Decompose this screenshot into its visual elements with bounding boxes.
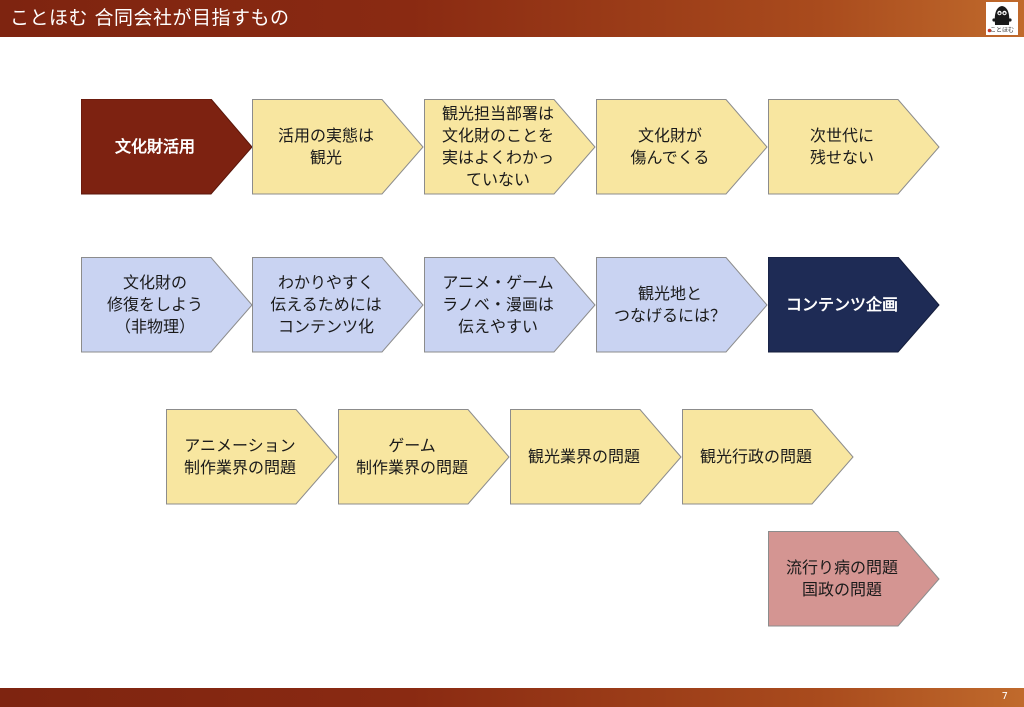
flow-step-katsuyou-jittai: 活用の実態は 観光	[252, 99, 424, 195]
flow-step-label: 活用の実態は 観光	[277, 126, 374, 167]
flow-step-anime-game: アニメ・ゲーム ラノベ・漫画は 伝えやすい	[424, 257, 596, 353]
flow-step-kankou-gyoukai: 観光業界の問題	[510, 409, 682, 505]
chevron-shape	[596, 99, 768, 195]
flow-step-label: 流行り病の問題 国政の問題	[785, 558, 898, 599]
chevron-shape	[252, 99, 424, 195]
flow-step-label: 文化財が 傷んでくる	[630, 126, 710, 167]
flow-step-label: コンテンツ企画	[785, 295, 898, 314]
chevron-shape	[81, 257, 253, 353]
chevron-shape	[510, 409, 682, 505]
mascot-icon	[987, 6, 1012, 33]
flow-step-label: 次世代に 残せない	[809, 126, 874, 167]
chevron-shape	[682, 409, 854, 505]
flow-step-label: 文化財の 修復をしよう （非物理）	[106, 273, 203, 336]
flow-step-kankou-tantou: 観光担当部署は 文化財のことを 実はよくわかっ ていない	[424, 99, 596, 195]
chevron-shape	[768, 99, 940, 195]
chevron-shape	[81, 99, 253, 195]
flow-step-label: ゲーム 制作業界の問題	[355, 436, 468, 477]
flow-step-label: 観光業界の問題	[527, 447, 640, 466]
flow-step-contents-ka: わかりやすく 伝えるためには コンテンツ化	[252, 257, 424, 353]
flow-step-game-gyoukai: ゲーム 制作業界の問題	[338, 409, 510, 505]
flow-step-anime-gyoukai: アニメーション 制作業界の問題	[166, 409, 338, 505]
flow-step-nokosenai: 次世代に 残せない	[768, 99, 940, 195]
slide-title: ことほむ 合同会社が目指すもの	[10, 7, 290, 29]
flow-step-kankou-gyousei: 観光行政の問題	[682, 409, 854, 505]
flow-step-bunkazai-katsuyou: 文化財活用	[81, 99, 253, 195]
flow-step-label: 観光行政の問題	[699, 447, 812, 466]
company-logo: ことほむ	[986, 2, 1018, 35]
flow-step-label: 観光地と つなげるには？	[613, 284, 726, 325]
flow-step-label: わかりやすく 伝えるためには コンテンツ化	[270, 273, 382, 336]
flow-step-label: 文化財活用	[114, 137, 195, 156]
chevron-shape	[424, 257, 596, 353]
flow-step-kankouchi: 観光地と つなげるには？	[596, 257, 768, 353]
chevron-shape	[768, 257, 940, 353]
footer-bar: 7	[0, 688, 1024, 707]
flow-step-contents-kikaku: コンテンツ企画	[768, 257, 940, 353]
page-number: 7	[1001, 691, 1008, 702]
flow-step-hayariyamai: 流行り病の問題 国政の問題	[768, 531, 940, 627]
flow-step-label: アニメーション 制作業界の問題	[183, 436, 296, 477]
flow-step-shuufuku: 文化財の 修復をしよう （非物理）	[81, 257, 253, 353]
chevron-shape	[596, 257, 768, 353]
flow-step-label: 観光担当部署は 文化財のことを 実はよくわかっ ていない	[441, 104, 554, 189]
logo-text: ことほむ	[989, 27, 1014, 34]
chevron-shape	[338, 409, 510, 505]
flow-step-itande-kuru: 文化財が 傷んでくる	[596, 99, 768, 195]
flow-step-label: アニメ・ゲーム ラノベ・漫画は 伝えやすい	[442, 273, 554, 336]
chevron-shape	[768, 531, 940, 627]
chevron-shape	[166, 409, 338, 505]
chevron-shape	[252, 257, 424, 353]
title-bar: ことほむ 合同会社が目指すもの ことほむ	[0, 0, 1024, 37]
chevron-shape	[424, 99, 596, 195]
